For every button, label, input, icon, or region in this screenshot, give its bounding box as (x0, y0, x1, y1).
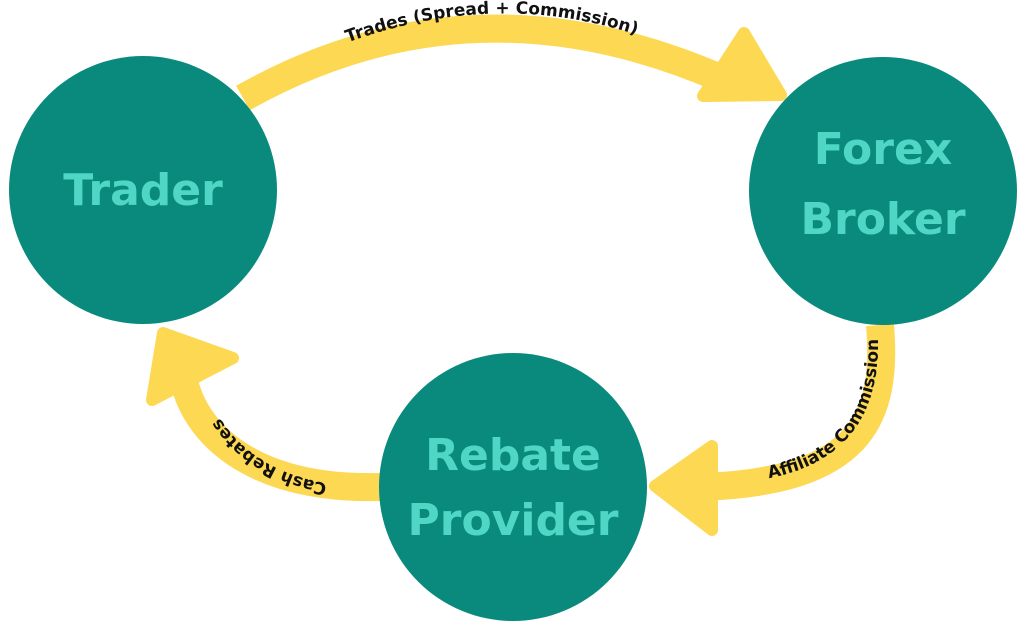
node-trader-label: Trader (63, 165, 223, 216)
node-forex-broker-circle (749, 57, 1017, 325)
node-forex-broker: Forex Broker (749, 57, 1017, 325)
node-forex-broker-label-line2: Broker (800, 194, 965, 245)
arrow-broker-to-rebate (649, 323, 896, 536)
edge-label-affiliate-commission-text: Affiliate Commission (766, 339, 883, 483)
node-rebate-provider-label-line1: Rebate (425, 430, 601, 481)
arrow-trader-to-broker (236, 14, 787, 111)
node-rebate-provider-circle (379, 353, 647, 621)
node-forex-broker-label-line1: Forex (814, 124, 952, 175)
node-rebate-provider-label-line2: Provider (408, 495, 619, 546)
node-trader: Trader (9, 56, 277, 324)
node-rebate-provider: Rebate Provider (379, 353, 647, 621)
arrow-rebate-to-trader (146, 327, 381, 502)
arrow-rebate-to-trader-head (146, 327, 239, 406)
arrow-trader-to-broker-head (697, 27, 787, 102)
arrow-rebate-to-trader-shaft (171, 380, 381, 502)
arrow-broker-to-rebate-head (649, 440, 718, 536)
arrow-trader-to-broker-shaft (236, 14, 726, 111)
arrow-broker-to-rebate-shaft (699, 323, 896, 501)
edge-label-affiliate-commission: Affiliate Commission (766, 339, 883, 483)
node-trader-circle (9, 56, 277, 324)
